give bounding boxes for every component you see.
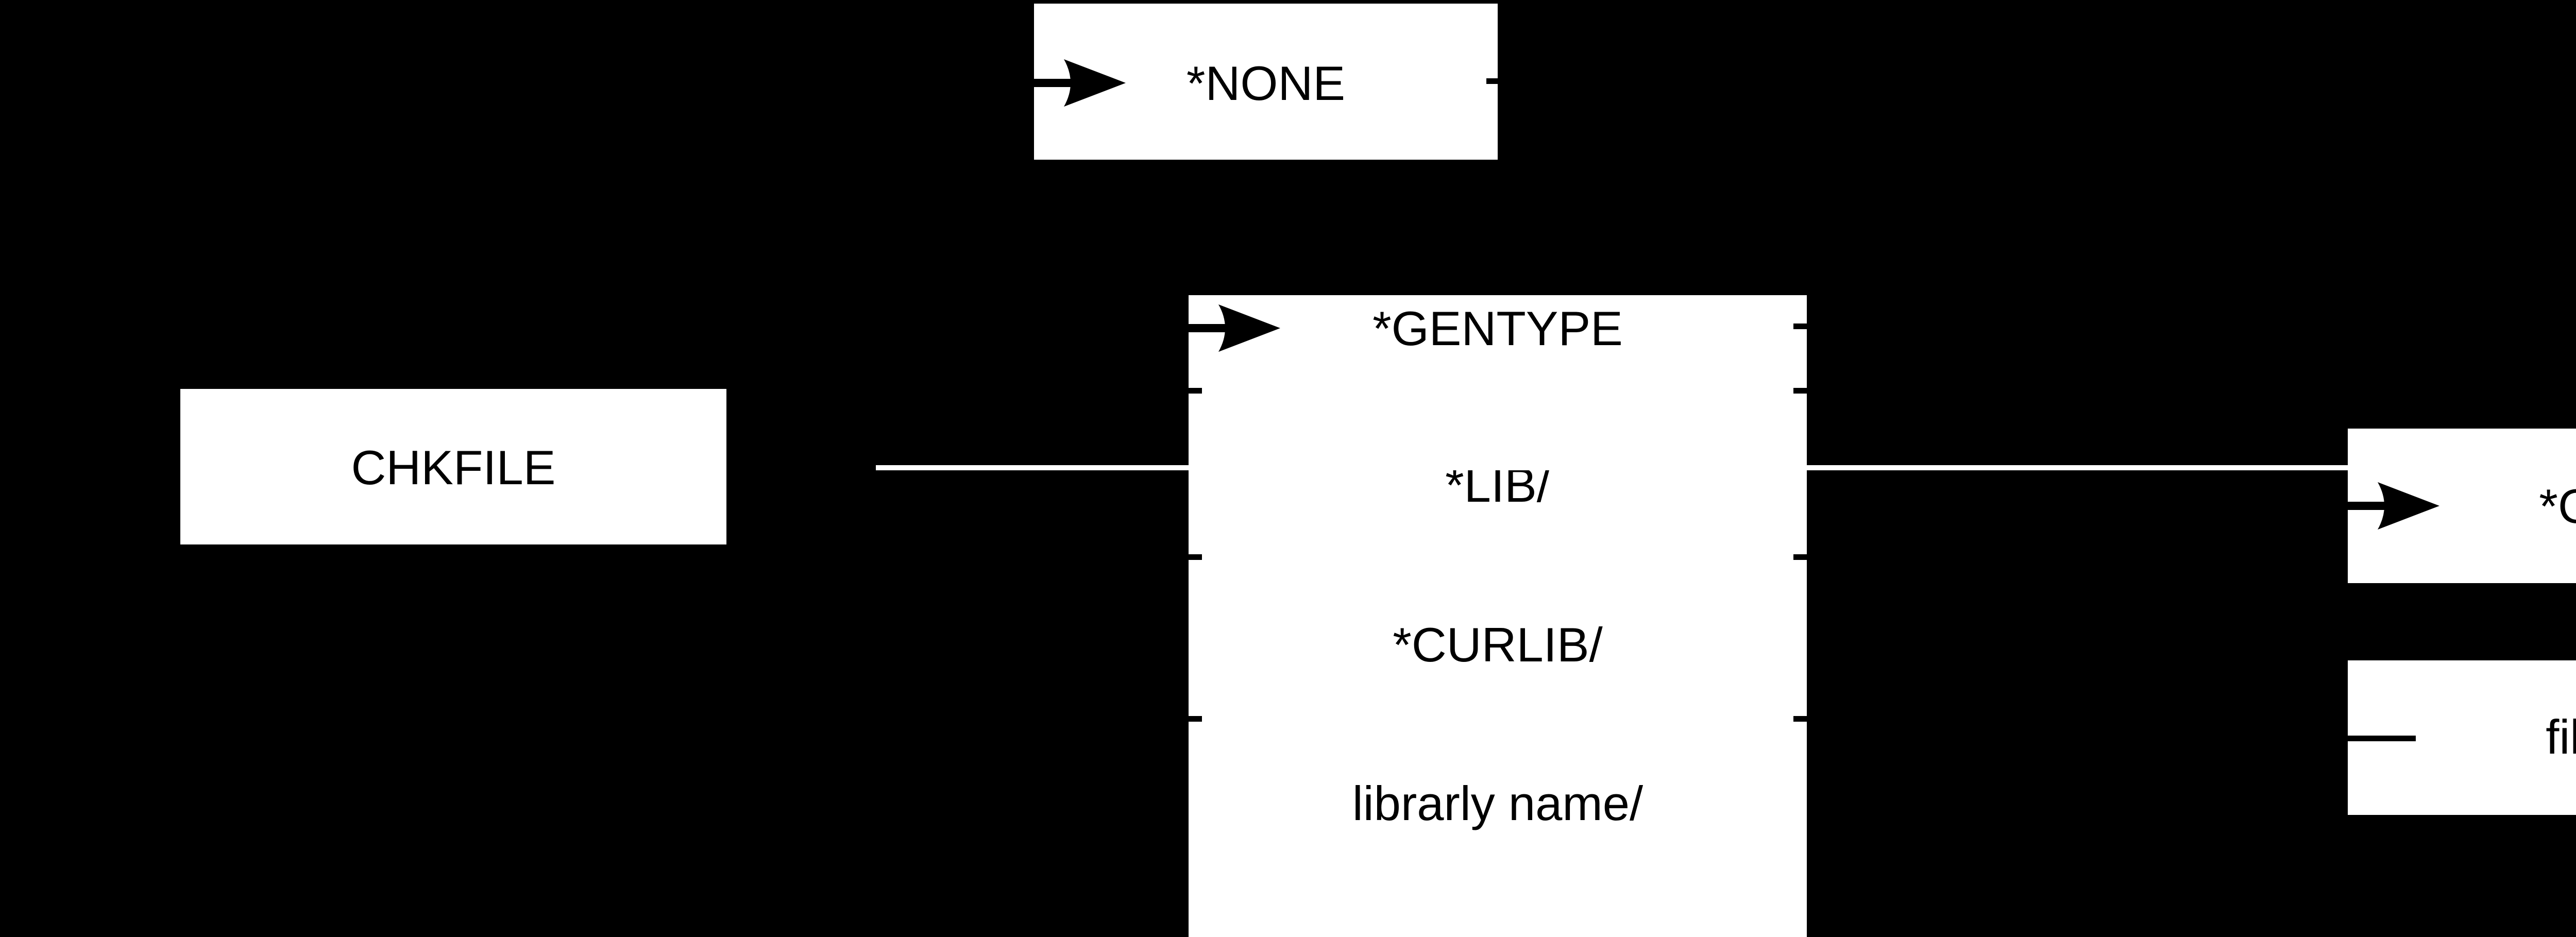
node-chkfile-label: CHKFILE — [351, 440, 556, 495]
node-chkfile[interactable]: CHKFILE — [180, 389, 726, 544]
node-gentype-right-stub-0 — [1793, 323, 1807, 329]
node-gentype-option-0-label: *GENTYPE — [1372, 301, 1623, 355]
node-none-right-stub — [1486, 78, 1498, 84]
node-gentype-right-stub-1 — [1793, 388, 1807, 394]
rail-gentype-to-genlib — [1807, 465, 2349, 470]
node-none[interactable]: *NONE — [1033, 4, 1498, 160]
node-genlib-label: *GENLIB/ — [2539, 479, 2576, 533]
node-gentype-right-stub-3 — [1793, 716, 1807, 722]
rail-through-genlib — [2348, 465, 2576, 470]
rail-chkfile-to-gentype — [876, 465, 1190, 470]
node-gentype-right-stub-2 — [1793, 554, 1807, 560]
node-gentype-left-stub-2 — [1189, 554, 1202, 560]
node-genlib[interactable]: *GENLIB/ — [2347, 429, 2576, 583]
node-gentype-option-2-label: *CURLIB/ — [1393, 618, 1603, 672]
rail-through-gentype — [1189, 465, 1807, 470]
node-gentype-left-stub-1 — [1189, 388, 1202, 394]
node-filename-label: file name — [2546, 710, 2576, 764]
node-none-label: *NONE — [1186, 56, 1346, 110]
node-filename-left-stub — [2348, 736, 2416, 741]
node-gentype-left-stub-3 — [1189, 716, 1202, 722]
node-gentype-option-3-label: librarly name/ — [1352, 776, 1643, 830]
node-gentype-stack[interactable]: *GENTYPE *LIB/ *CURLIB/ librarly name/ — [1188, 295, 1807, 937]
